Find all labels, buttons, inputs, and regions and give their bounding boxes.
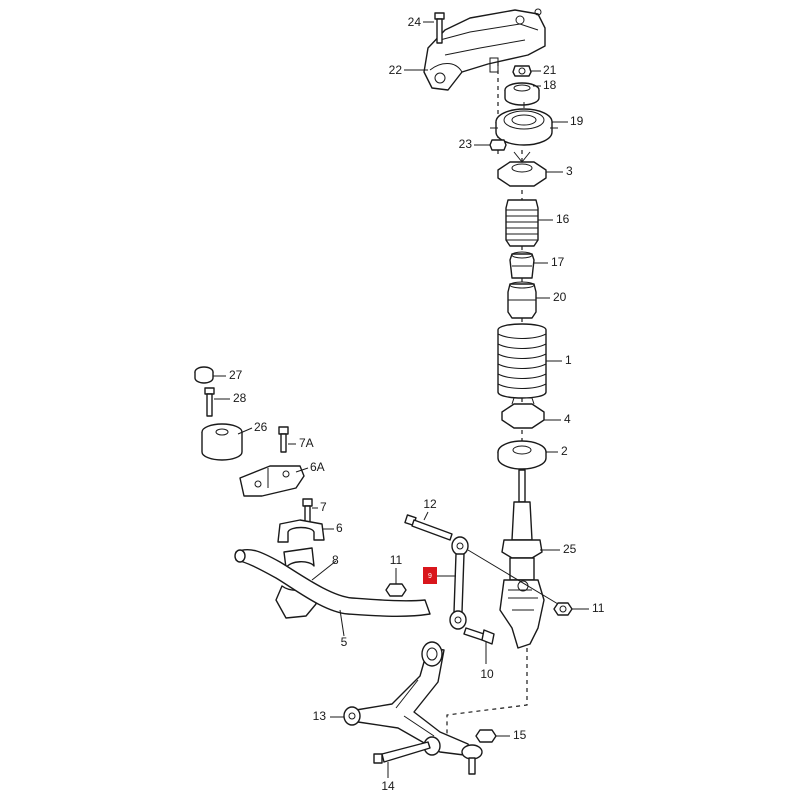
- label-27: 27: [229, 368, 243, 382]
- label-15: 15: [513, 728, 527, 742]
- upper-spring-seat[interactable]: [497, 151, 547, 187]
- label-3: 3: [566, 164, 573, 178]
- bolt-24[interactable]: [434, 12, 445, 44]
- highlight-box: [423, 567, 437, 584]
- buffer[interactable]: [507, 281, 537, 319]
- nut-11-right[interactable]: [553, 602, 573, 616]
- label-7a: 7A: [299, 436, 314, 450]
- stabilizer-bar[interactable]: [234, 548, 431, 618]
- strut-lower-bracket[interactable]: [499, 579, 545, 649]
- label-24: 24: [408, 15, 422, 29]
- rod-mount-line: [467, 549, 559, 605]
- bolt-14[interactable]: [373, 741, 431, 764]
- assembly-axis-lower: [446, 640, 528, 735]
- coil-spring[interactable]: [497, 323, 547, 399]
- bracket-6a[interactable]: [239, 465, 305, 497]
- coupling-rod[interactable]: [449, 536, 469, 630]
- label-7: 7: [320, 500, 327, 514]
- label-4: 4: [564, 412, 571, 426]
- label-22: 22: [389, 63, 403, 77]
- bump-stop[interactable]: [509, 251, 535, 279]
- label-28: 28: [233, 391, 247, 405]
- nut-23[interactable]: [489, 139, 507, 151]
- protective-boot[interactable]: [505, 199, 539, 247]
- label-18: 18: [543, 78, 557, 92]
- nut-15[interactable]: [475, 729, 497, 743]
- nut-21[interactable]: [512, 65, 532, 77]
- shock-absorber[interactable]: [501, 469, 543, 581]
- lower-control-arm[interactable]: [343, 641, 473, 757]
- label-20: 20: [553, 290, 567, 304]
- label-8: 8: [332, 553, 339, 567]
- bolt-7a[interactable]: [278, 426, 289, 453]
- label-10: 10: [480, 667, 494, 681]
- bolt-12[interactable]: [404, 514, 453, 541]
- label-5: 5: [341, 635, 348, 649]
- spring-insulator[interactable]: [501, 397, 545, 429]
- leader-lines: [213, 21, 589, 778]
- strut-mount-bearing[interactable]: [504, 82, 540, 106]
- strut-tower-bracket[interactable]: [423, 8, 546, 91]
- lower-spring-seat[interactable]: [497, 440, 547, 470]
- clamp-6[interactable]: [277, 519, 325, 543]
- label-23: 23: [459, 137, 473, 151]
- label-21: 21: [543, 63, 557, 77]
- label-14: 14: [381, 779, 395, 793]
- strut-mount[interactable]: [490, 102, 558, 146]
- label-6a: 6A: [310, 460, 325, 474]
- bolt-10[interactable]: [463, 627, 495, 645]
- label-13: 13: [313, 709, 327, 723]
- label-17: 17: [551, 255, 565, 269]
- rubber-mount[interactable]: [201, 423, 243, 461]
- label-16: 16: [556, 212, 570, 226]
- ball-joint[interactable]: [461, 744, 483, 775]
- label-25: 25: [563, 542, 577, 556]
- label-1: 1: [565, 353, 572, 367]
- callout-labels: 24 22 21 18 19 23 3 16 17 20 1 4 2 25 11…: [229, 15, 605, 793]
- label-11-right: 11: [592, 601, 605, 615]
- bolt-28[interactable]: [204, 387, 215, 417]
- label-26: 26: [254, 420, 268, 434]
- nut-11-left[interactable]: [385, 583, 407, 597]
- label-19: 19: [570, 114, 584, 128]
- label-2: 2: [561, 444, 568, 458]
- label-11-left: 11: [390, 553, 403, 567]
- label-6: 6: [336, 521, 343, 535]
- cap[interactable]: [194, 366, 214, 384]
- label-9: 9: [428, 573, 432, 580]
- label-12: 12: [423, 497, 437, 511]
